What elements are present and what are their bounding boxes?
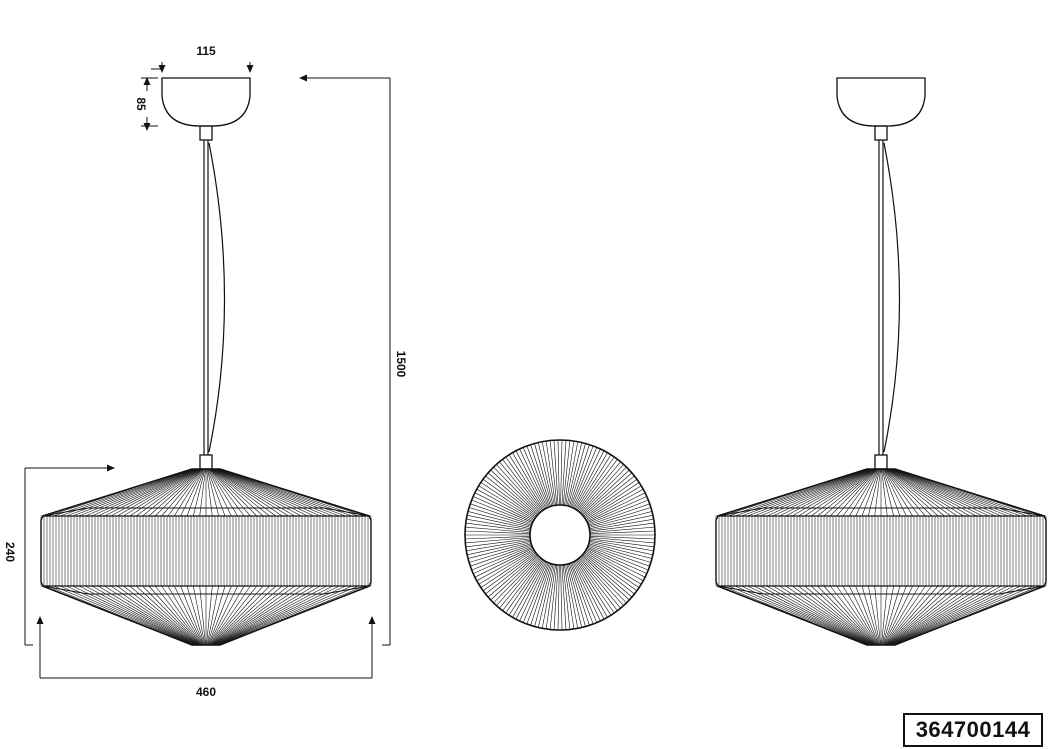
front-lampholder [199,454,213,470]
top-inner-ring [529,504,591,566]
front-canopy [161,77,251,127]
front-cable [208,142,226,453]
canopy-height-label: 85 [134,97,148,111]
side-cable [883,142,901,453]
shade-width-label: 460 [196,685,216,699]
side-canopy [836,77,926,127]
side-view [715,77,1047,646]
top-spokes [465,439,655,631]
canopy-width-label: 115 [196,44,216,58]
front-dimensions [24,62,391,679]
front-view [40,77,372,646]
side-shade [715,468,1047,646]
top-view [464,439,656,631]
side-canopy-collar [874,125,888,141]
part-number: 364700144 [903,713,1043,747]
shade-height-label: 240 [3,542,17,562]
front-shade [40,468,372,646]
side-lampholder [874,454,888,470]
total-height-label: 1500 [394,351,408,378]
front-canopy-collar [199,125,213,141]
